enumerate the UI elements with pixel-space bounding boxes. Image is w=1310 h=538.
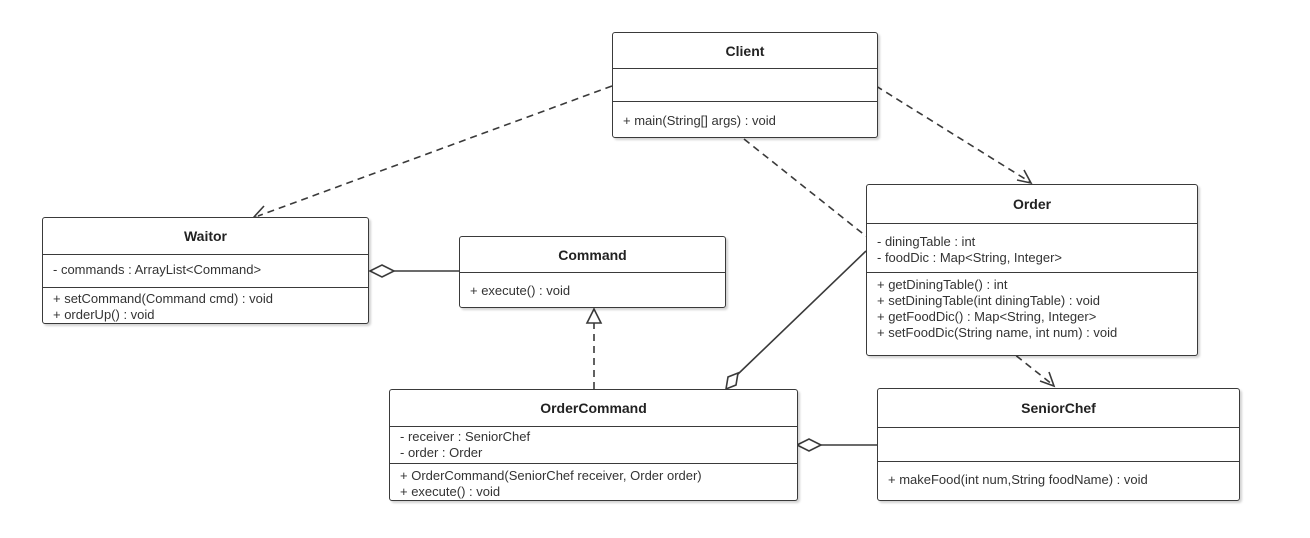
class-client[interactable]: Client + main(String[] args) : void — [612, 32, 878, 138]
command-method-0: + execute() : void — [470, 283, 571, 298]
class-ordercommand-attributes: - receiver : SeniorChef - order : Order — [390, 427, 797, 464]
order-method-1: + setDiningTable(int diningTable) : void — [877, 293, 1100, 308]
waitor-attribute-0: - commands : ArrayList<Command> — [53, 262, 262, 277]
class-order-name: Order — [867, 185, 1197, 224]
ordercommand-order-aggregation[interactable] — [736, 250, 867, 376]
ordercommand-attribute-0: - receiver : SeniorChef — [400, 429, 531, 444]
class-waitor-methods: + setCommand(Command cmd) : void + order… — [43, 288, 368, 323]
client-order-dependency[interactable] — [875, 85, 1031, 183]
class-waitor[interactable]: Waitor - commands : ArrayList<Command> +… — [42, 217, 369, 324]
class-seniorchef[interactable]: SeniorChef + makeFood(int num,String foo… — [877, 388, 1240, 501]
realization-triangle — [585, 307, 603, 324]
client-order-arrowhead — [1016, 169, 1033, 185]
ordercommand-method-1: + execute() : void — [400, 484, 501, 499]
class-command-methods: + execute() : void — [460, 273, 725, 299]
order-attribute-1: - foodDic : Map<String, Integer> — [877, 250, 1062, 265]
class-client-methods: + main(String[] args) : void — [613, 102, 877, 129]
ordercommand-attribute-1: - order : Order — [400, 445, 483, 460]
ordercommand-seniorchef-diamond — [795, 438, 823, 452]
class-command[interactable]: Command + execute() : void — [459, 236, 726, 308]
client-seniorchef-arrowhead — [1039, 371, 1056, 388]
client-waitor-dependency[interactable] — [257, 85, 613, 217]
class-seniorchef-methods: + makeFood(int num,String foodName) : vo… — [878, 462, 1239, 488]
class-ordercommand-methods: + OrderCommand(SeniorChef receiver, Orde… — [390, 464, 797, 500]
seniorchef-method-0: + makeFood(int num,String foodName) : vo… — [888, 472, 1148, 487]
class-waitor-name: Waitor — [43, 218, 368, 255]
ordercommand-method-0: + OrderCommand(SeniorChef receiver, Orde… — [400, 468, 702, 483]
waitor-method-1: + orderUp() : void — [53, 307, 155, 322]
order-method-0: + getDiningTable() : int — [877, 277, 1008, 292]
class-client-name: Client — [613, 33, 877, 69]
class-command-name: Command — [460, 237, 725, 273]
class-waitor-attributes: - commands : ArrayList<Command> — [43, 255, 368, 288]
class-order-methods: + getDiningTable() : int + setDiningTabl… — [867, 273, 1197, 341]
class-order[interactable]: Order - diningTable : int - foodDic : Ma… — [866, 184, 1198, 356]
order-method-2: + getFoodDic() : Map<String, Integer> — [877, 309, 1097, 324]
order-method-3: + setFoodDic(String name, int num) : voi… — [877, 325, 1118, 340]
class-seniorchef-attributes — [878, 428, 1239, 462]
class-ordercommand[interactable]: OrderCommand - receiver : SeniorChef - o… — [389, 389, 798, 501]
order-attribute-0: - diningTable : int — [877, 234, 976, 249]
class-client-attributes — [613, 69, 877, 102]
waitor-aggregation-diamond — [368, 264, 396, 278]
class-seniorchef-name: SeniorChef — [878, 389, 1239, 428]
waitor-method-0: + setCommand(Command cmd) : void — [53, 291, 273, 306]
client-method-0: + main(String[] args) : void — [623, 113, 776, 128]
ordercommand-order-diamond — [724, 371, 740, 391]
class-ordercommand-name: OrderCommand — [390, 390, 797, 427]
class-order-attributes: - diningTable : int - foodDic : Map<Stri… — [867, 224, 1197, 273]
